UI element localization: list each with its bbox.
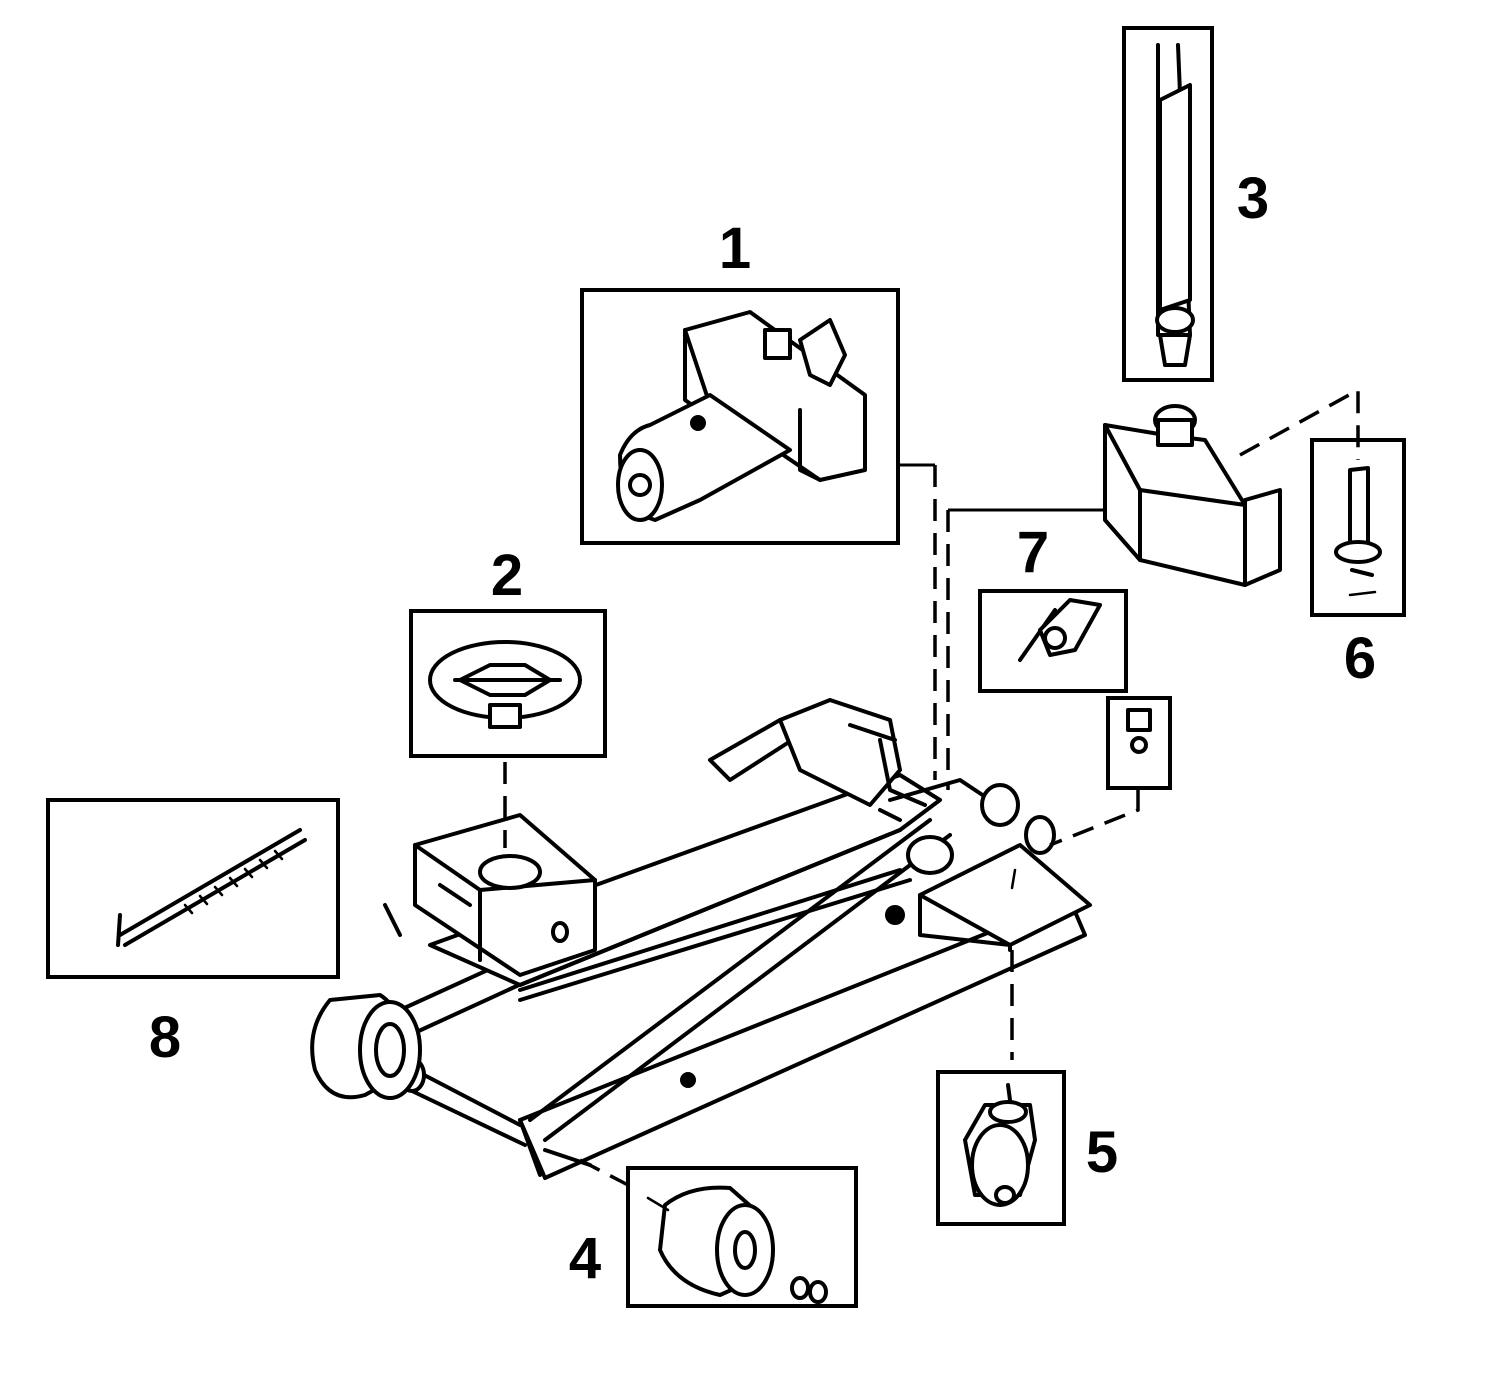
part-3-handle (1122, 26, 1214, 382)
part-number-5: 5 (1086, 1120, 1118, 1185)
part-number-1: 1 (719, 216, 751, 281)
reservoir (1103, 404, 1282, 587)
part-number-7: 7 (1017, 520, 1049, 585)
front-plate (918, 783, 1092, 952)
part-6-valve (1310, 438, 1406, 617)
part-2-saddle (409, 609, 607, 758)
leader-lines (503, 387, 1360, 1187)
saddle-head (383, 813, 597, 977)
small-fitting (1106, 696, 1172, 790)
part-7-lever (978, 589, 1128, 693)
part-number-6: 6 (1344, 626, 1376, 691)
part-number-2: 2 (491, 543, 523, 608)
part-number-4: 4 (569, 1226, 601, 1291)
part-5-caster (936, 1070, 1066, 1226)
part-4-wheel (626, 1166, 858, 1308)
part-number-3: 3 (1237, 166, 1269, 231)
part-number-labels: 1 2 3 4 5 6 7 8 (149, 166, 1376, 1291)
part-1-pump-assembly (580, 288, 900, 545)
part-8-screw (46, 798, 340, 979)
handle-socket (708, 698, 927, 807)
part-number-8: 8 (149, 1005, 181, 1070)
